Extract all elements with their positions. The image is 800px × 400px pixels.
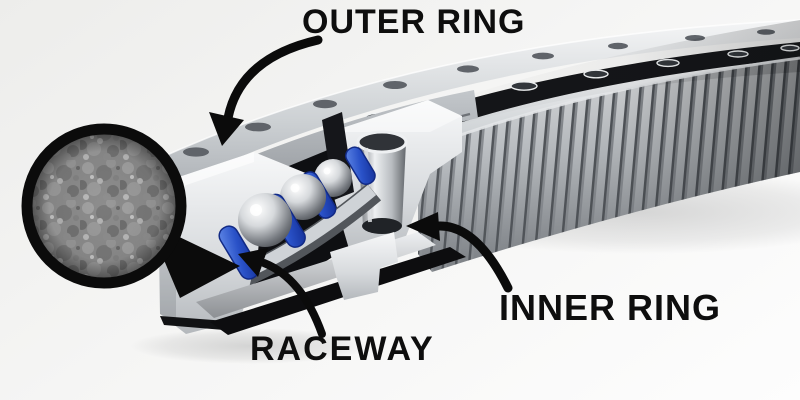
outer-ring-bolt-holes [183,29,775,157]
raceway-label: RACEWAY [250,330,435,368]
inner-ring-bottom-profile [330,232,398,300]
inner-ring-arrow [406,212,513,293]
outer-ring-label: OUTER RING [302,3,526,41]
surface-texture-magnifier-icon [21,123,240,298]
inner-ring-label: INNER RING [499,287,722,328]
raceway-arrow [238,248,326,338]
outer-ring-arrow [209,35,323,146]
annotation-arrows [209,35,513,338]
bearing-ball [238,193,292,247]
